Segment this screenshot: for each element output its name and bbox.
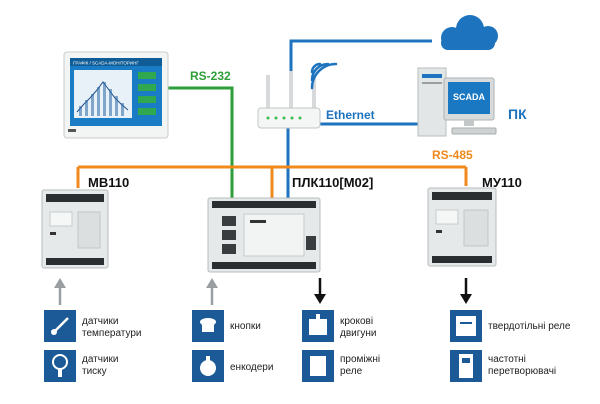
pc-keyboard bbox=[451, 127, 497, 135]
pc: SCADA bbox=[417, 67, 497, 137]
vfd-label-2: перетворювачі bbox=[488, 366, 556, 377]
ssr-label: твердотільні реле bbox=[488, 321, 571, 332]
temp-label-1: датчики bbox=[82, 316, 119, 327]
mv110-module bbox=[41, 189, 109, 269]
cloud-icon bbox=[441, 15, 498, 50]
scada-label: SCADA bbox=[453, 92, 486, 102]
ethernet-label: Ethernet bbox=[326, 108, 375, 122]
arrow-up-mv110 bbox=[54, 278, 66, 305]
temp-label-2: температури bbox=[82, 328, 142, 339]
buttons-label: кнопки bbox=[230, 321, 261, 332]
hmi-screen-title: ГРАФІК / SCADA-МОНІТОРИНГ bbox=[73, 61, 139, 66]
rs485-label: RS-485 bbox=[432, 148, 473, 162]
mv110-title: МВ110 bbox=[88, 175, 129, 190]
hmi-panel: ГРАФІК / SCADA-МОНІТОРИНГ bbox=[63, 51, 169, 139]
vfd-label-1: частотні bbox=[488, 354, 526, 365]
arrow-down-plc bbox=[314, 278, 326, 304]
rs232-label: RS-232 bbox=[190, 69, 231, 83]
hmi-buttons bbox=[138, 72, 156, 115]
rs485-wires bbox=[76, 165, 468, 198]
steppers-label-1: крокові bbox=[340, 316, 373, 327]
rs232-wire bbox=[168, 86, 234, 198]
hmi-bars bbox=[79, 82, 124, 116]
relays-label-1: проміжні bbox=[340, 354, 380, 365]
arrow-down-mu110 bbox=[460, 278, 472, 304]
mu110-title: МУ110 bbox=[482, 175, 522, 190]
wifi-icon bbox=[310, 62, 338, 90]
mu110-module bbox=[427, 187, 497, 267]
relays-label-2: реле bbox=[340, 366, 363, 377]
plc110-title: ПЛК110[М02] bbox=[292, 175, 373, 190]
arrow-up-plc bbox=[206, 278, 218, 305]
pressure-label-2: тиску bbox=[82, 366, 107, 377]
pressure-label-1: датчики bbox=[82, 354, 119, 365]
steppers-label-2: двигуни bbox=[340, 328, 377, 339]
router bbox=[257, 71, 321, 129]
plc110-module bbox=[207, 197, 321, 273]
pc-tower bbox=[417, 67, 447, 137]
pc-label: ПК bbox=[508, 106, 527, 122]
encoders-label: енкодери bbox=[230, 362, 273, 373]
